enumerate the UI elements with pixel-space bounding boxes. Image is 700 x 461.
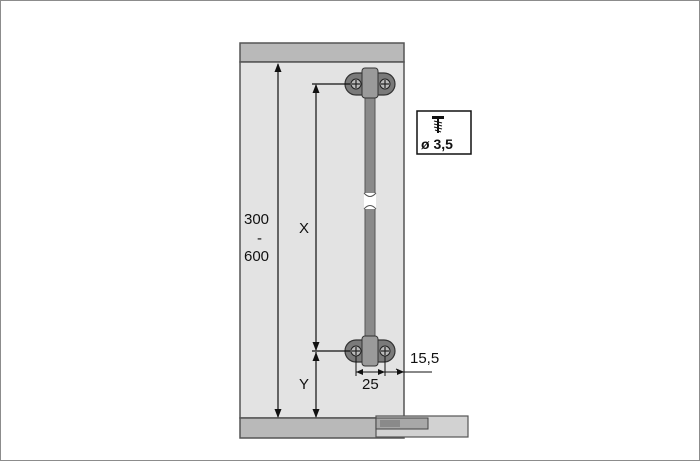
x-dimension-line xyxy=(312,83,350,352)
x-dimension-label: X xyxy=(299,220,309,237)
screw-badge: ø 3,5 xyxy=(416,110,472,155)
bottom-bracket xyxy=(344,335,396,367)
y-dimension-line xyxy=(312,352,320,418)
screw-icon xyxy=(432,116,444,133)
overall-dimension-line xyxy=(274,63,282,418)
hole-spacing-dimension xyxy=(355,356,386,376)
hole-spacing-label: 25 xyxy=(362,376,379,393)
edge-offset-dimension xyxy=(385,368,432,375)
overall-dimension-dash: - xyxy=(257,230,262,247)
top-shelf xyxy=(239,42,405,63)
drawer-runner xyxy=(375,415,469,438)
y-dimension-label: Y xyxy=(299,376,309,393)
overall-dimension-bottom: 600 xyxy=(244,248,269,265)
support-rod xyxy=(363,92,377,346)
edge-offset-label: 15,5 xyxy=(410,350,439,367)
screw-diameter-label: ø 3,5 xyxy=(421,136,453,152)
side-panel xyxy=(239,61,405,419)
overall-dimension-top: 300 xyxy=(244,211,269,228)
